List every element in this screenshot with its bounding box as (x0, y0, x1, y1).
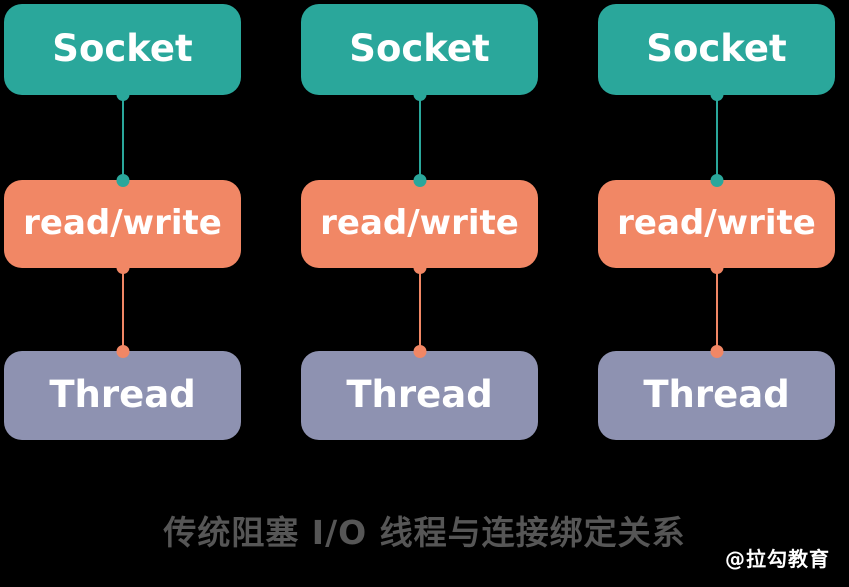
socket-readwrite-connector (598, 88, 835, 187)
socket-box: Socket (598, 4, 835, 95)
socket-label: Socket (52, 26, 193, 70)
connector-dot-top (116, 261, 129, 274)
thread-box: Thread (301, 351, 538, 440)
connector-dot-bottom (116, 174, 129, 187)
read-write-label: read/write (617, 202, 816, 243)
connector-dot-top (413, 88, 426, 101)
socket-box: Socket (301, 4, 538, 95)
readwrite-thread-connector (4, 261, 241, 358)
connector-dot-top (710, 261, 723, 274)
thread-box: Thread (598, 351, 835, 440)
thread-label: Thread (49, 372, 196, 416)
connector-line (715, 95, 718, 180)
read-write-label: read/write (23, 202, 222, 243)
flow-column-1: Socket read/write Thread (4, 4, 241, 444)
flow-column-3: Socket read/write Thread (598, 4, 835, 444)
connector-line (121, 268, 124, 351)
connector-line (715, 268, 718, 351)
socket-readwrite-connector (301, 88, 538, 187)
read-write-box: read/write (598, 180, 835, 268)
socket-label: Socket (349, 26, 490, 70)
readwrite-thread-connector (598, 261, 835, 358)
connector-dot-bottom (116, 345, 129, 358)
read-write-label: read/write (320, 202, 519, 243)
socket-label: Socket (646, 26, 787, 70)
connector-line (121, 95, 124, 180)
thread-box: Thread (4, 351, 241, 440)
thread-label: Thread (643, 372, 790, 416)
connector-dot-top (116, 88, 129, 101)
thread-label: Thread (346, 372, 493, 416)
readwrite-thread-connector (301, 261, 538, 358)
watermark: @拉勾教育 (725, 547, 830, 571)
connector-line (418, 268, 421, 351)
connector-dot-bottom (413, 345, 426, 358)
connector-dot-bottom (710, 174, 723, 187)
connector-dot-top (710, 88, 723, 101)
read-write-box: read/write (4, 180, 241, 268)
socket-box: Socket (4, 4, 241, 95)
socket-readwrite-connector (4, 88, 241, 187)
read-write-box: read/write (301, 180, 538, 268)
connector-dot-bottom (413, 174, 426, 187)
diagram-caption: 传统阻塞 I/O 线程与连接绑定关系 (163, 513, 686, 552)
flow-column-2: Socket read/write Thread (301, 4, 538, 444)
connector-dot-bottom (710, 345, 723, 358)
connector-line (418, 95, 421, 180)
connector-dot-top (413, 261, 426, 274)
